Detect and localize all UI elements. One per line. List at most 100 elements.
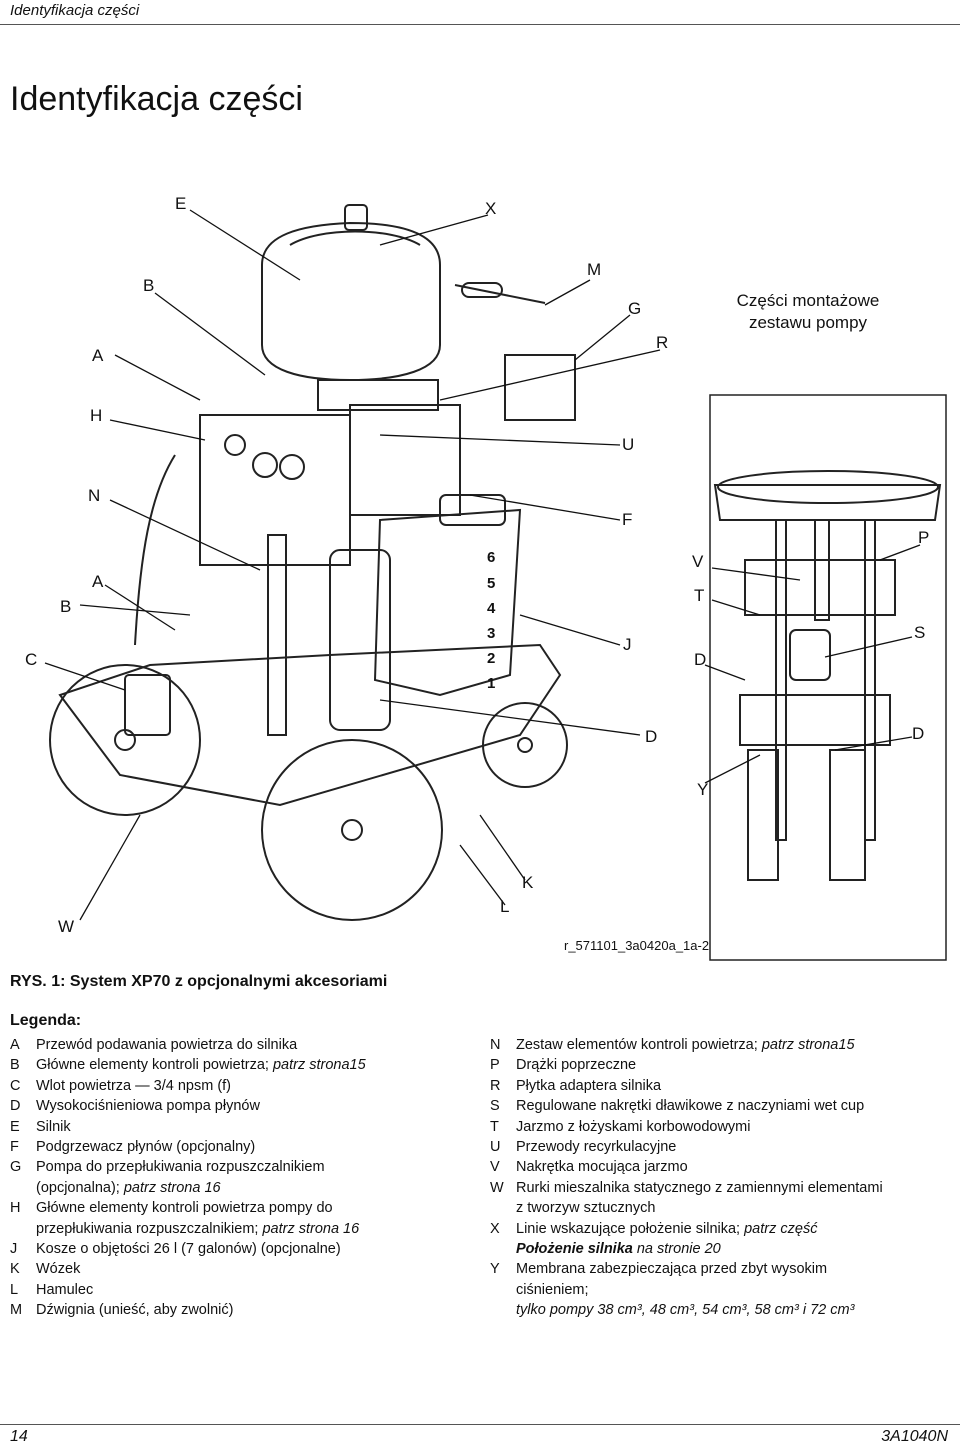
legend-item-r: R Płytka adaptera silnika: [490, 1076, 950, 1096]
legend-line: Jarzmo z łożyskami korbowodowymi: [516, 1117, 950, 1137]
legend-description: Wysokociśnieniowa pompa płynów: [36, 1096, 470, 1116]
figure-image-id: r_571101_3a0420a_1a-2: [564, 938, 710, 953]
legend-text-span: Wlot powietrza — 3/4 npsm (f): [36, 1077, 231, 1094]
leader-m: [544, 279, 591, 306]
legend-letter: C: [10, 1077, 21, 1094]
page-number: 14: [10, 1428, 28, 1445]
callout-d-main: D: [645, 727, 657, 746]
callout-y: Y: [697, 780, 708, 799]
legend-letter: R: [490, 1077, 501, 1094]
legend-item-p: P Drążki poprzeczne: [490, 1055, 950, 1075]
callout-j: J: [623, 635, 632, 654]
filter: [124, 674, 171, 736]
legend-letter: V: [490, 1159, 500, 1176]
legend-item-c: C Wlot powietrza — 3/4 npsm (f): [10, 1076, 470, 1096]
header-rule: [0, 24, 960, 25]
legend-item-w: W Rurki mieszalnika statycznego z zamienn…: [490, 1178, 950, 1219]
leader-d2: [704, 664, 746, 681]
inset-packing-nut: [789, 629, 831, 681]
legend-italic-span: patrz strona 16: [123, 1179, 221, 1196]
leader-t: [711, 599, 761, 616]
legend-item-s: S Regulowane nakrętki dławikowe z naczyni…: [490, 1096, 950, 1116]
callout-t: T: [694, 586, 704, 605]
pump-mark-2: 2: [487, 650, 495, 667]
legend-line: tylko pompy 38 cm³, 48 cm³, 54 cm³, 58 c…: [516, 1300, 950, 1320]
leader-b2: [79, 604, 191, 616]
document-number: 3A1040N: [881, 1428, 948, 1445]
legend-text-span: Rurki mieszalnika statycznego z zamienny…: [516, 1179, 883, 1196]
inset-rod: [814, 519, 830, 621]
legend-line: Rurki mieszalnika statycznego z zamienny…: [516, 1178, 950, 1198]
legend-text-span: Regulowane nakrętki dławikowe z naczynia…: [516, 1098, 865, 1115]
legend-line: Przewody recyrkulacyjne: [516, 1137, 950, 1157]
motor-cap: [344, 204, 368, 231]
legend-line: ciśnieniem;: [516, 1280, 950, 1300]
legend-line: Drążki poprzeczne: [516, 1055, 950, 1075]
legend-line: Płytka adaptera silnika: [516, 1076, 950, 1096]
legend-letter: U: [490, 1139, 501, 1156]
legend-letter: P: [490, 1057, 500, 1074]
legend-letter: S: [490, 1098, 500, 1115]
callout-m: M: [587, 260, 601, 279]
legend-description: Drążki poprzeczne: [516, 1055, 950, 1075]
leader-r: [439, 349, 661, 401]
motor-plate: [317, 379, 439, 411]
legend-description: Nakrętka mocująca jarzmo: [516, 1157, 950, 1177]
legend-description: Membrana zabezpieczająca przed zbyt wyso…: [516, 1259, 950, 1320]
legend-line: Dźwignia (unieść, aby zwolnić): [36, 1300, 470, 1320]
leader-e: [189, 209, 301, 281]
pump-mark-3: 3: [487, 625, 495, 642]
legend-letter: F: [10, 1139, 19, 1156]
legend-letter: D: [10, 1098, 21, 1115]
callout-u: U: [622, 435, 634, 454]
legend-description: Hamulec: [36, 1280, 470, 1300]
callout-v: V: [692, 552, 704, 571]
flush-pump: [504, 354, 576, 421]
legend-line: Zestaw elementów kontroli powietrza; pat…: [516, 1035, 950, 1055]
callout-h: H: [90, 406, 102, 425]
legend-text-span: Silnik: [36, 1118, 71, 1135]
callout-a: A: [92, 346, 104, 365]
inset-plate: [744, 559, 896, 616]
legend-text-span: Membrana zabezpieczająca przed zbyt wyso…: [516, 1261, 828, 1278]
legend-line: Membrana zabezpieczająca przed zbyt wyso…: [516, 1259, 950, 1279]
legend-text-span: Płytka adaptera silnika: [516, 1077, 662, 1094]
legend-italic-span: patrz strona15: [272, 1057, 366, 1074]
legend-letter: J: [10, 1241, 18, 1258]
callout-a2: A: [92, 572, 104, 591]
legend-item-f: F Podgrzewacz płynów (opcjonalny): [10, 1137, 470, 1157]
legend-text-span: przepłukiwania rozpuszczalnikiem;: [36, 1220, 263, 1237]
leader-x: [379, 214, 489, 246]
legend-text-span: Wysokociśnieniowa pompa płynów: [36, 1098, 260, 1115]
wheel-front: [261, 739, 443, 921]
legend-line: Nakrętka mocująca jarzmo: [516, 1157, 950, 1177]
inset-cylinder-right: [829, 749, 866, 881]
legend-description: Wózek: [36, 1259, 470, 1279]
callout-f: F: [622, 510, 632, 529]
legend-description: Regulowane nakrętki dławikowe z naczynia…: [516, 1096, 950, 1116]
legend-description: Rurki mieszalnika statycznego z zamienny…: [516, 1178, 950, 1219]
legend-text-span: Podgrzewacz płynów (opcjonalny): [36, 1139, 256, 1156]
cart-frame: [58, 643, 562, 807]
inset-title-line1: Części montażowe: [737, 291, 880, 310]
legend-letter: G: [10, 1159, 22, 1176]
inset-frame: [709, 394, 947, 961]
legend-letter: W: [490, 1179, 504, 1196]
legend-description: Przewody recyrkulacyjne: [516, 1137, 950, 1157]
leader-d3: [834, 736, 913, 751]
handle-grip: [461, 282, 503, 298]
leader-h: [109, 419, 206, 441]
leader-l: [459, 844, 506, 906]
callout-c: C: [25, 650, 37, 669]
legend-line: Regulowane nakrętki dławikowe z naczynia…: [516, 1096, 950, 1116]
legend-text-span: Drążki poprzeczne: [516, 1057, 637, 1074]
inset-tie-rod-right: [864, 519, 876, 841]
callout-r: R: [656, 333, 668, 352]
controls-panel: [199, 414, 351, 566]
legend-text-span: Linie wskazujące położenie silnika;: [516, 1220, 745, 1237]
legend-description: Silnik: [36, 1117, 470, 1137]
